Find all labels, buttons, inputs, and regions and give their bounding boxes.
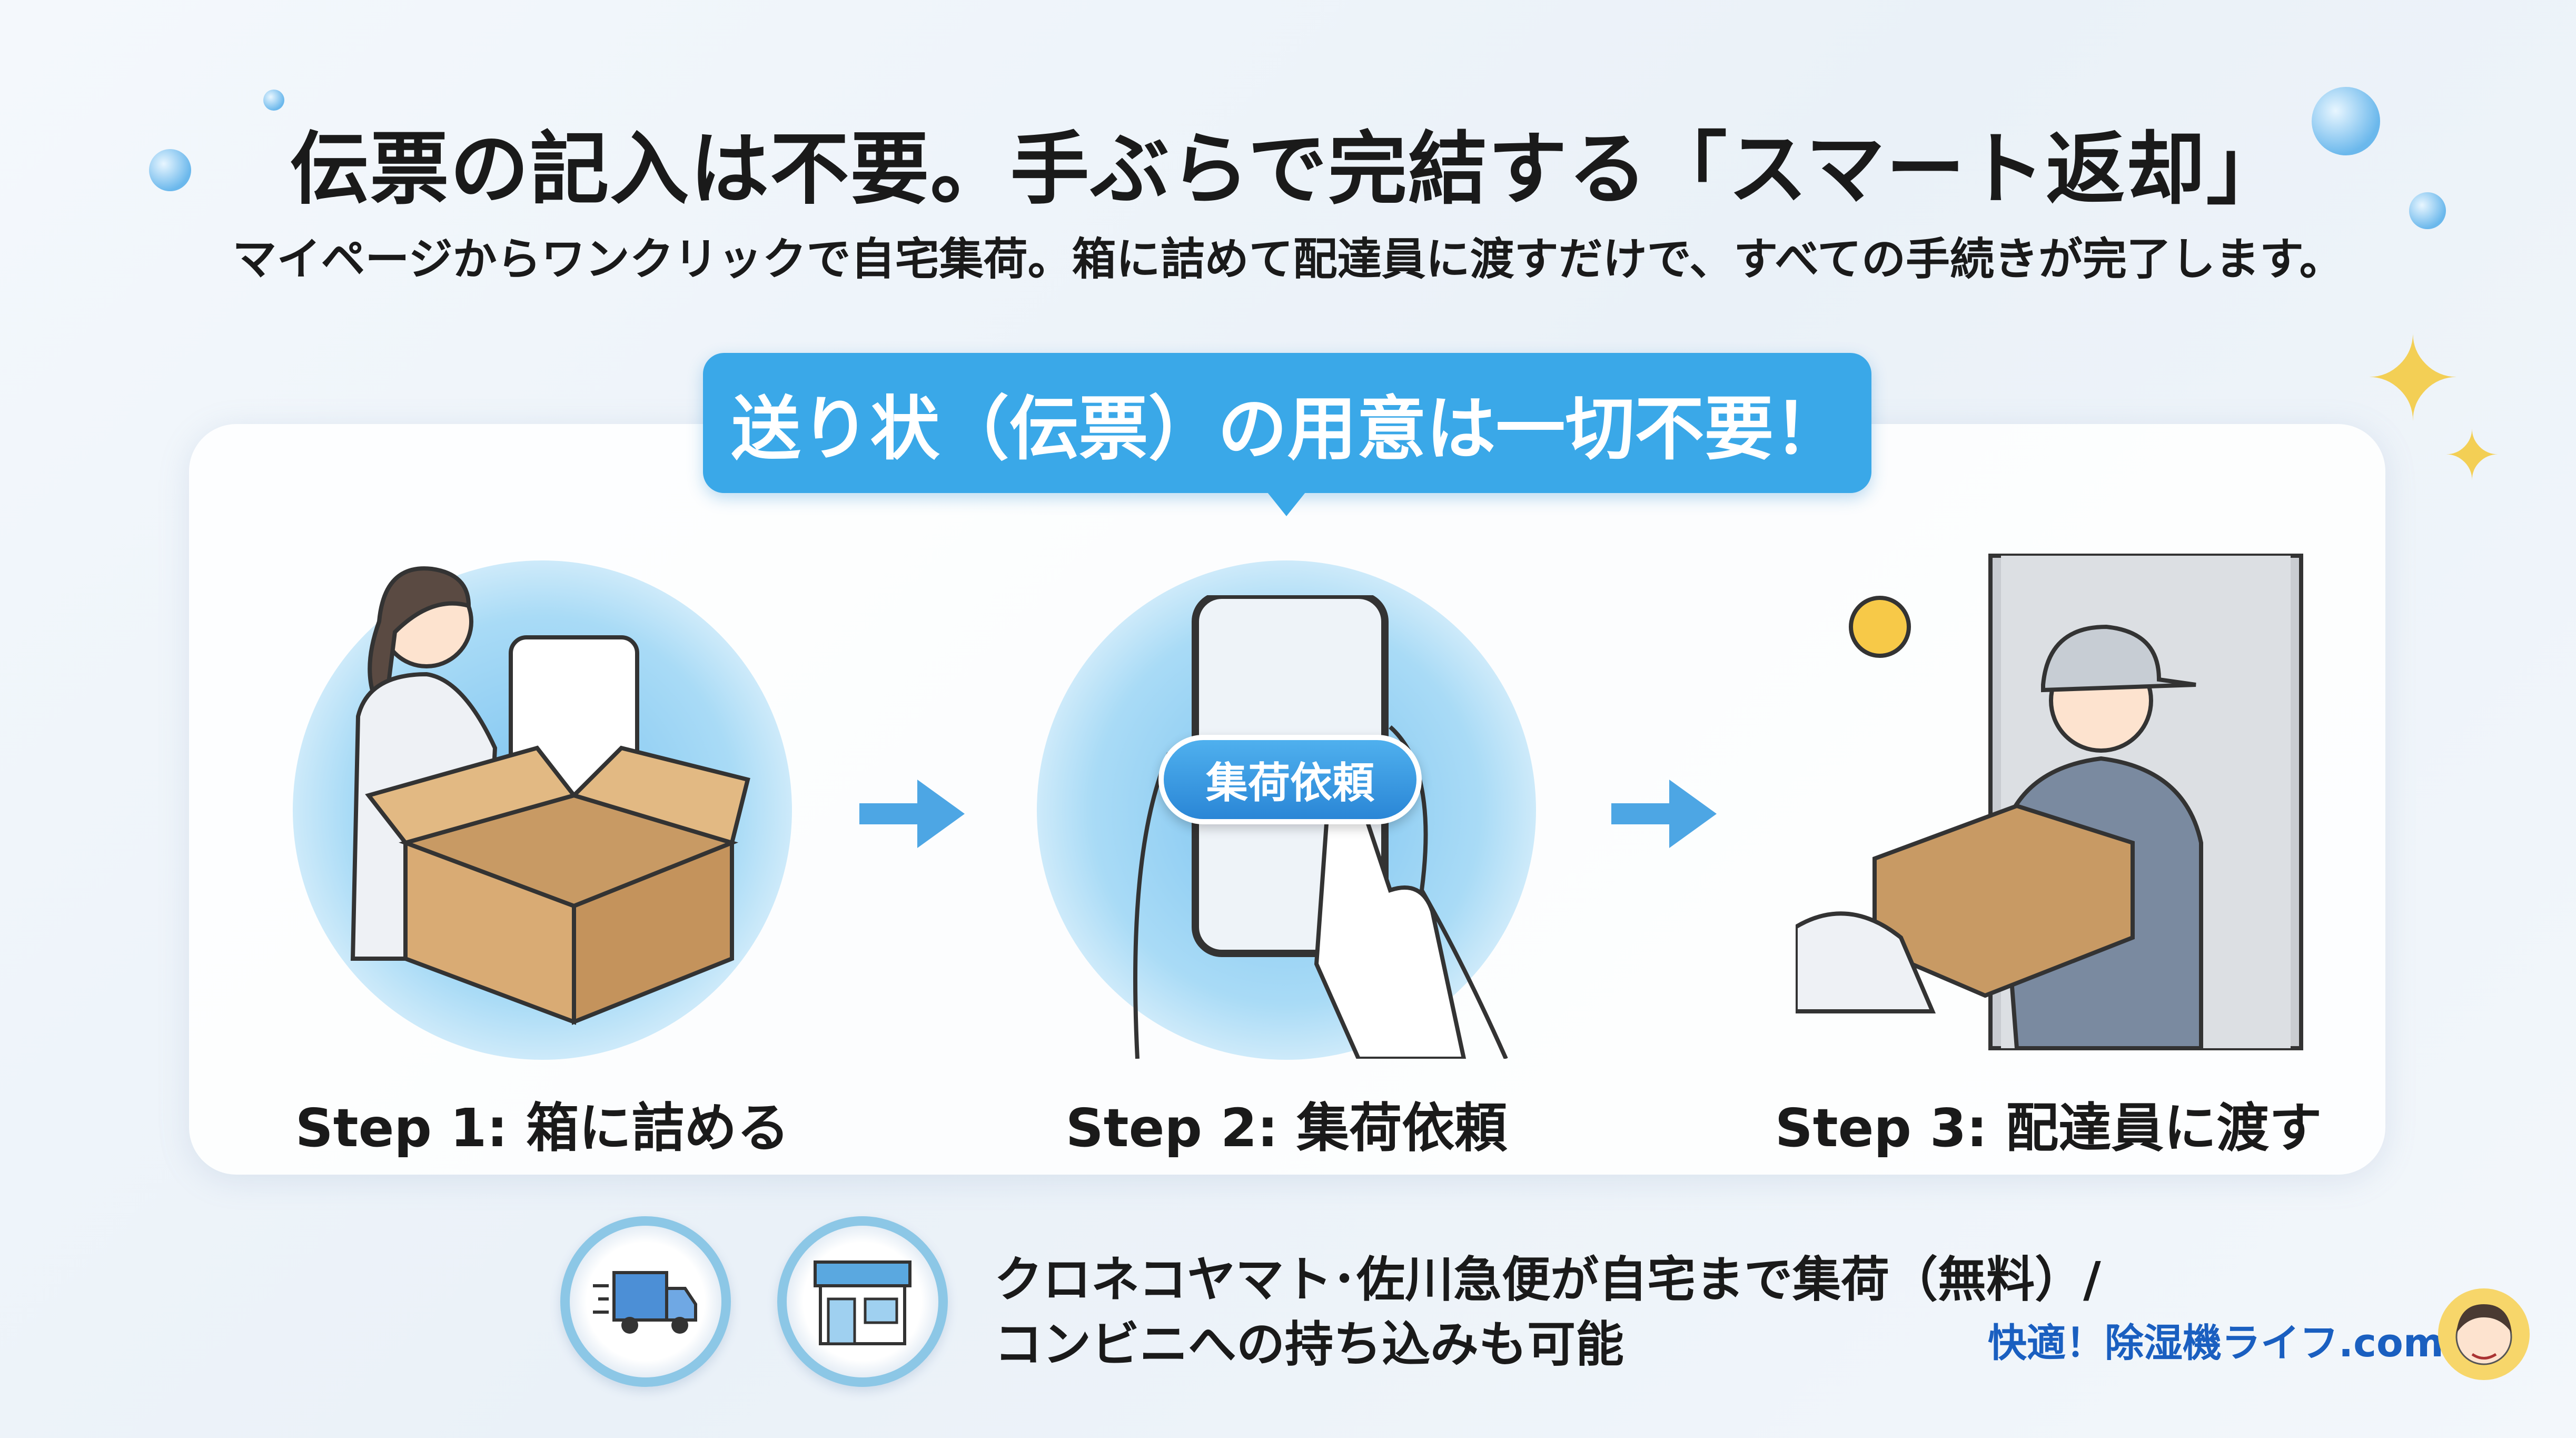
water-drop-icon bbox=[149, 149, 191, 191]
step1-label: Step 1: 箱に詰める bbox=[295, 1097, 790, 1159]
avatar bbox=[2438, 1288, 2530, 1380]
convenience-store-icon-badge bbox=[777, 1216, 948, 1387]
pickup-options-line1: クロネコヤマト･佐川急便が自宅まで集荷（無料）/ bbox=[994, 1252, 2101, 1308]
sparkle-icon: ✦ bbox=[2364, 312, 2462, 447]
pickup-request-button-label: 集荷依頼 bbox=[1206, 759, 1374, 807]
sparkle-icon: ✦ bbox=[2443, 416, 2501, 496]
truck-icon bbox=[593, 1271, 697, 1334]
step2-label: Step 2: 集荷依頼 bbox=[1065, 1097, 1508, 1159]
page-subtitle: マイページからワンクリックで自宅集荷。箱に詰めて配達員に渡すだけで、すべての手続… bbox=[232, 233, 2344, 285]
water-drop-icon bbox=[2409, 192, 2446, 229]
person-packing-box-icon bbox=[350, 566, 750, 1025]
water-drop-icon bbox=[2312, 87, 2380, 155]
convenience-store-icon bbox=[814, 1260, 911, 1345]
site-logo-text[interactable]: 快適！除湿機ライフ.com bbox=[1988, 1321, 2444, 1366]
pickup-request-button: 集荷依頼 bbox=[1158, 735, 1422, 824]
arrow-right-icon bbox=[1611, 780, 1717, 848]
water-drop-icon bbox=[263, 90, 284, 111]
no-label-needed-banner: 送り状（伝票）の用意は一切不要！ bbox=[703, 353, 1871, 493]
step3-label: Step 3: 配達員に渡す bbox=[1775, 1097, 2322, 1159]
smartphone-tap-icon bbox=[1133, 595, 1508, 1059]
pickup-options-line2: コンビニへの持ち込みも可能 bbox=[994, 1316, 1624, 1373]
truck-icon-badge bbox=[560, 1216, 731, 1387]
banner-pointer bbox=[1265, 490, 1307, 516]
page-title: 伝票の記入は不要。手ぶらで完結する「スマート返却」 bbox=[290, 124, 2286, 215]
banner-text: 送り状（伝票）の用意は一切不要！ bbox=[731, 388, 1844, 470]
arrow-right-icon bbox=[859, 780, 965, 848]
delivery-person-icon bbox=[1796, 554, 2303, 1050]
